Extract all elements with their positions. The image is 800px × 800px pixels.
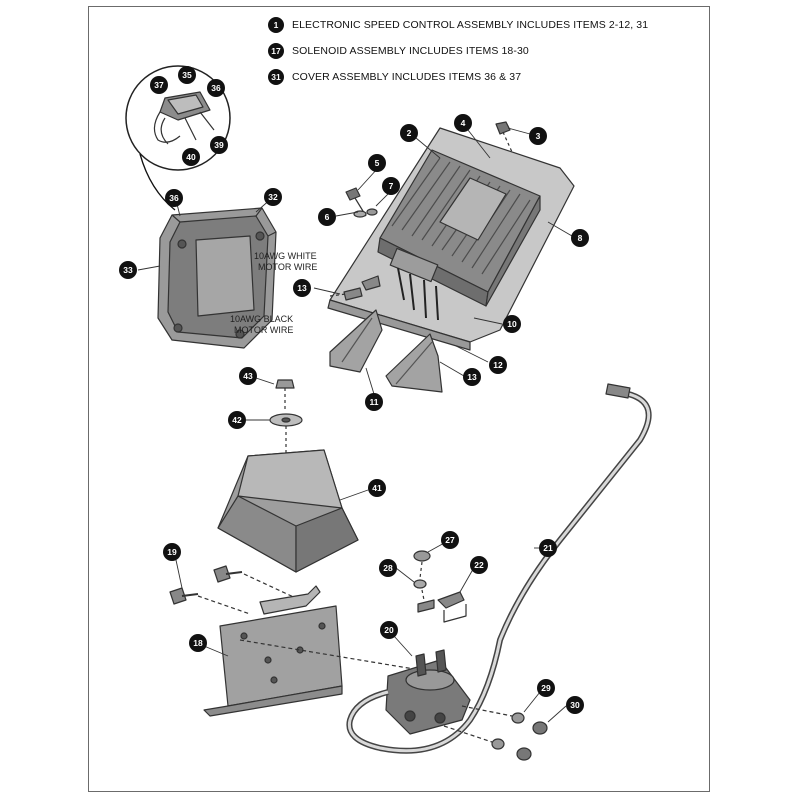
- callout-3: 3: [529, 127, 547, 145]
- cap-and-washer: [269, 379, 303, 470]
- svg-text:10: 10: [507, 319, 517, 329]
- callout-32: 32: [264, 188, 282, 206]
- svg-text:43: 43: [243, 371, 253, 381]
- callout-36: 36: [165, 189, 183, 207]
- solenoid-boot-drawing: [217, 449, 359, 573]
- svg-text:39: 39: [214, 140, 224, 150]
- svg-text:2: 2: [407, 128, 412, 138]
- svg-text:40: 40: [186, 152, 196, 162]
- callout-7: 7: [382, 177, 400, 195]
- controller-brackets: [329, 309, 443, 393]
- svg-text:5: 5: [375, 158, 380, 168]
- callout-11: 11: [365, 393, 383, 411]
- callout-4: 4: [454, 114, 472, 132]
- callout-2: 2: [400, 124, 418, 142]
- svg-text:36: 36: [169, 193, 179, 203]
- callout-39: 39: [210, 136, 228, 154]
- legend-text: ELECTRONIC SPEED CONTROL ASSEMBLY INCLUD…: [292, 19, 649, 31]
- bracket-bolts: [169, 565, 301, 615]
- callout-37: 37: [150, 76, 168, 94]
- legend-badge: 31: [268, 69, 284, 85]
- svg-text:8: 8: [578, 233, 583, 243]
- callout-43: 43: [239, 367, 257, 385]
- callout-30: 30: [566, 696, 584, 714]
- svg-text:4: 4: [461, 118, 466, 128]
- callout-21: 21: [539, 539, 557, 557]
- svg-text:22: 22: [474, 560, 484, 570]
- svg-text:36: 36: [211, 83, 221, 93]
- callout-18: 18: [189, 634, 207, 652]
- svg-text:30: 30: [570, 700, 580, 710]
- svg-text:13: 13: [297, 283, 307, 293]
- callout-28: 28: [379, 559, 397, 577]
- svg-text:12: 12: [493, 360, 503, 370]
- svg-text:32: 32: [268, 192, 278, 202]
- callout-19: 19: [163, 543, 181, 561]
- black-wire-label-line2: MOTOR WIRE: [234, 325, 293, 335]
- callout-13-upper: 13: [293, 279, 311, 297]
- legend-text: COVER ASSEMBLY INCLUDES ITEMS 36 & 37: [292, 71, 522, 83]
- svg-text:20: 20: [384, 625, 394, 635]
- legend-item-17: 17 SOLENOID ASSEMBLY INCLUDES ITEMS 18-3…: [268, 38, 708, 64]
- svg-text:29: 29: [541, 683, 551, 693]
- solenoid-bracket-drawing: [203, 585, 421, 717]
- black-wire-label-line1: 10AWG BLACK: [230, 314, 293, 324]
- legend: 1 ELECTRONIC SPEED CONTROL ASSEMBLY INCL…: [268, 12, 708, 90]
- legend-badge: 1: [268, 17, 284, 33]
- svg-text:35: 35: [182, 70, 192, 80]
- cover-assembly-drawing: [157, 207, 277, 349]
- legend-item-1: 1 ELECTRONIC SPEED CONTROL ASSEMBLY INCL…: [268, 12, 708, 38]
- detail-inset: [125, 65, 231, 211]
- svg-text:3: 3: [536, 131, 541, 141]
- svg-text:21: 21: [543, 543, 553, 553]
- callout-42: 42: [228, 411, 246, 429]
- callout-8: 8: [571, 229, 589, 247]
- legend-text: SOLENOID ASSEMBLY INCLUDES ITEMS 18-30: [292, 45, 529, 57]
- svg-text:19: 19: [167, 547, 177, 557]
- solenoid-drawing: [385, 649, 471, 735]
- callout-41: 41: [368, 479, 386, 497]
- svg-text:42: 42: [232, 415, 242, 425]
- callout-27: 27: [441, 531, 459, 549]
- solenoid-hardware: [413, 550, 467, 623]
- callout-13-lower: 13: [463, 368, 481, 386]
- svg-text:13: 13: [467, 372, 477, 382]
- bolts-top: [345, 121, 513, 218]
- callout-22: 22: [470, 556, 488, 574]
- svg-text:33: 33: [123, 265, 133, 275]
- callout-40: 40: [182, 148, 200, 166]
- svg-text:41: 41: [372, 483, 382, 493]
- callout-5: 5: [368, 154, 386, 172]
- svg-text:27: 27: [445, 535, 455, 545]
- svg-text:37: 37: [154, 80, 164, 90]
- svg-text:7: 7: [389, 181, 394, 191]
- callout-6: 6: [318, 208, 336, 226]
- svg-text:28: 28: [383, 563, 393, 573]
- legend-item-31: 31 COVER ASSEMBLY INCLUDES ITEMS 36 & 37: [268, 64, 708, 90]
- svg-text:6: 6: [325, 212, 330, 222]
- white-wire-label-line1: 10AWG WHITE: [254, 251, 317, 261]
- svg-text:11: 11: [370, 397, 379, 407]
- callout-36-inset: 36: [207, 79, 225, 97]
- speed-controller-drawing: [377, 149, 541, 321]
- callout-10: 10: [503, 315, 521, 333]
- white-wire-label-line2: MOTOR WIRE: [258, 262, 317, 272]
- legend-badge: 17: [268, 43, 284, 59]
- callout-12: 12: [489, 356, 507, 374]
- cable-drawing: [346, 383, 652, 754]
- callout-35: 35: [178, 66, 196, 84]
- svg-text:18: 18: [193, 638, 203, 648]
- motor-wire-fasteners: [329, 275, 381, 301]
- callout-33: 33: [119, 261, 137, 279]
- callout-29: 29: [537, 679, 555, 697]
- callout-20: 20: [380, 621, 398, 639]
- terminal-nuts: [443, 705, 548, 761]
